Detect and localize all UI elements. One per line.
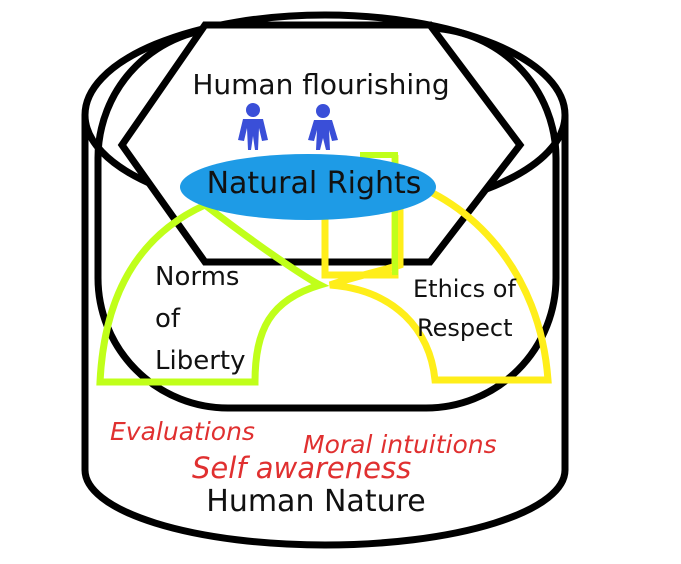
person-icon [238,103,268,150]
norms-label-line2: of [155,304,181,334]
ethics-label-line2: Respect [417,314,512,342]
ethics-label-line1: Ethics of [413,275,516,303]
pillar-connector-green [360,152,398,275]
evaluations-label: Evaluations [110,417,255,446]
outer-cylinder-body [81,115,569,549]
human-flourishing-label: Human flourishing [192,68,449,101]
moral-intuitions-label: Moral intuitions [303,430,497,459]
norms-arch [96,200,330,386]
norms-label-line3: Liberty [155,346,245,376]
norms-label-line1: Norms [155,262,239,292]
human-nature-label: Human Nature [206,484,425,519]
natural-rights-ellipse [180,154,436,220]
natural-rights-label: Natural Rights [207,166,422,201]
self-awareness-label: Self awareness [192,451,411,485]
person-icon [308,104,338,150]
